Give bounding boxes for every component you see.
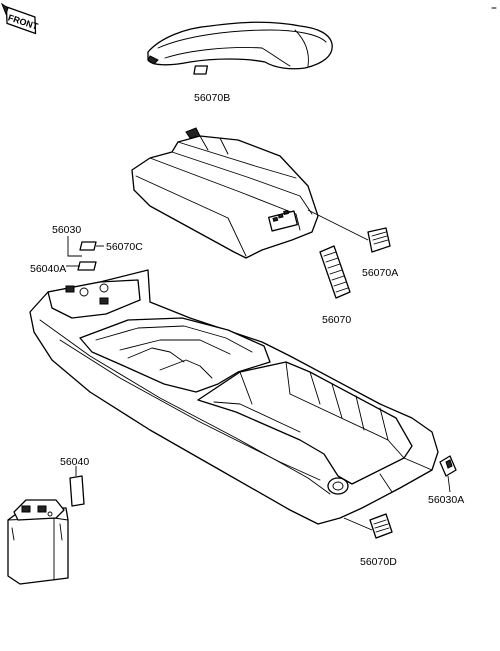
label-56030a: 56030A bbox=[428, 494, 464, 506]
front-direction-badge: FRONT bbox=[0, 2, 40, 35]
label-56040a: 56040A bbox=[30, 263, 66, 275]
label-56070a: 56070A bbox=[362, 267, 398, 279]
seat-decal bbox=[193, 65, 209, 75]
decal-56030-set bbox=[66, 236, 104, 271]
battery-decal bbox=[69, 475, 85, 507]
label-56070c: 56070C bbox=[106, 241, 143, 253]
leader-56070a bbox=[307, 209, 369, 241]
label-56070b: 56070B bbox=[194, 92, 230, 104]
label-56070: 56070 bbox=[322, 314, 351, 326]
right-pad-part bbox=[367, 227, 391, 253]
label-56040: 56040 bbox=[60, 456, 89, 468]
hull-part bbox=[29, 269, 439, 525]
hood-cover-part bbox=[131, 127, 319, 259]
label-56070d: 56070D bbox=[360, 556, 397, 568]
battery-part bbox=[7, 499, 69, 585]
deck-strip-part bbox=[319, 245, 351, 299]
label-56030: 56030 bbox=[52, 224, 81, 236]
leader-56030a bbox=[447, 475, 451, 493]
rear-pad-part bbox=[369, 513, 393, 539]
seat-part bbox=[147, 21, 333, 70]
leader-56070d bbox=[343, 517, 373, 531]
side-decal-part bbox=[439, 455, 457, 477]
